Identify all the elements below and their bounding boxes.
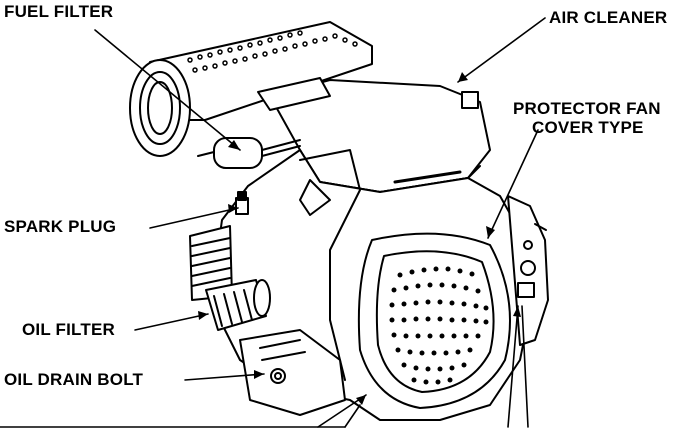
leader-lines (0, 17, 546, 428)
fan-cover (357, 232, 511, 409)
label-air-cleaner: AIR CLEANER (549, 8, 668, 27)
label-fuel-filter: FUEL FILTER (4, 2, 114, 21)
label-protector-fan-line2: COVER TYPE (532, 118, 644, 137)
label-oil-filter: OIL FILTER (22, 320, 115, 339)
label-oil-drain-bolt: OIL DRAIN BOLT (4, 370, 144, 389)
muffler-perforations (187, 30, 358, 73)
base-area (239, 329, 346, 416)
label-protector-fan-line1: PROTECTOR FAN (513, 99, 661, 118)
muffler-shape (129, 21, 373, 157)
oil-filter-shape (205, 279, 271, 331)
fuel-filter-shape (197, 137, 301, 169)
label-spark-plug: SPARK PLUG (4, 217, 117, 236)
cylinder-fins (189, 225, 233, 301)
arrowheads (198, 72, 521, 405)
spark-plug-shape (235, 191, 249, 215)
fan-screen-perforations (389, 266, 489, 385)
